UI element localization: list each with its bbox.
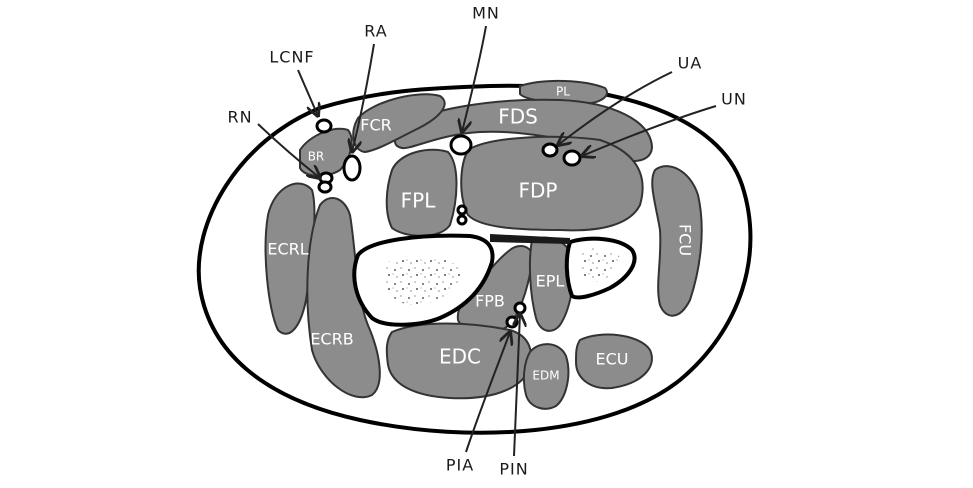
label-ecrb: ECRB <box>310 330 353 349</box>
muscle-ecrl <box>264 182 316 335</box>
muscle-epl <box>528 236 575 332</box>
label-pin: PIN <box>499 460 528 479</box>
pin-vessel-2 <box>505 315 519 329</box>
label-br: BR <box>308 150 325 164</box>
label-ua: UA <box>678 54 703 73</box>
arrow-rn <box>257 123 320 178</box>
arrow-pin <box>514 314 520 457</box>
un-vessel <box>562 149 582 167</box>
label-epl: EPL <box>536 272 565 291</box>
label-pia: PIA <box>446 456 474 475</box>
radius-marrow <box>384 257 461 306</box>
ua-vessel <box>541 142 559 158</box>
label-lcnf: LCNF <box>269 48 314 67</box>
muscle-edm <box>522 343 570 410</box>
arrow-un <box>582 105 717 156</box>
arrow-mn <box>462 25 487 132</box>
label-un: UN <box>721 90 747 109</box>
label-fds: FDS <box>498 105 538 129</box>
arrow-ua <box>558 71 673 145</box>
muscle-fpl <box>385 148 458 237</box>
arrow-pia <box>465 332 510 453</box>
arrow-ra <box>352 43 375 152</box>
label-fcu: FCU <box>676 224 695 256</box>
label-ecu: ECU <box>596 350 629 369</box>
label-ecrl: ECRL <box>267 240 308 259</box>
label-fdp: FDP <box>519 179 558 203</box>
label-rn: RN <box>227 108 252 127</box>
label-fpb: FPB <box>475 292 505 311</box>
label-mn: MN <box>472 4 500 23</box>
label-edm: EDM <box>532 369 559 383</box>
label-ra: RA <box>364 22 387 41</box>
label-pl: PL <box>556 85 570 99</box>
arrow-lcnf <box>297 69 318 116</box>
muscle-ecu <box>574 333 653 390</box>
lcnf-vessel <box>315 118 333 134</box>
label-fpl: FPL <box>401 189 437 213</box>
fpl-vessel-1 <box>456 204 468 216</box>
ulna-marrow <box>580 248 621 283</box>
label-fcr: FCR <box>360 116 392 135</box>
muscle-fcu <box>651 165 703 317</box>
pin-vessel-1 <box>513 301 527 315</box>
muscle-ecrb <box>306 196 381 399</box>
fpl-vessel-2 <box>456 214 468 226</box>
muscle-edc <box>385 322 532 400</box>
mn-vessel <box>449 134 473 156</box>
rn-vessel-2 <box>317 180 333 194</box>
ra-vessel <box>342 154 362 182</box>
label-edc: EDC <box>439 345 481 369</box>
interosseous-membrane <box>490 234 570 244</box>
